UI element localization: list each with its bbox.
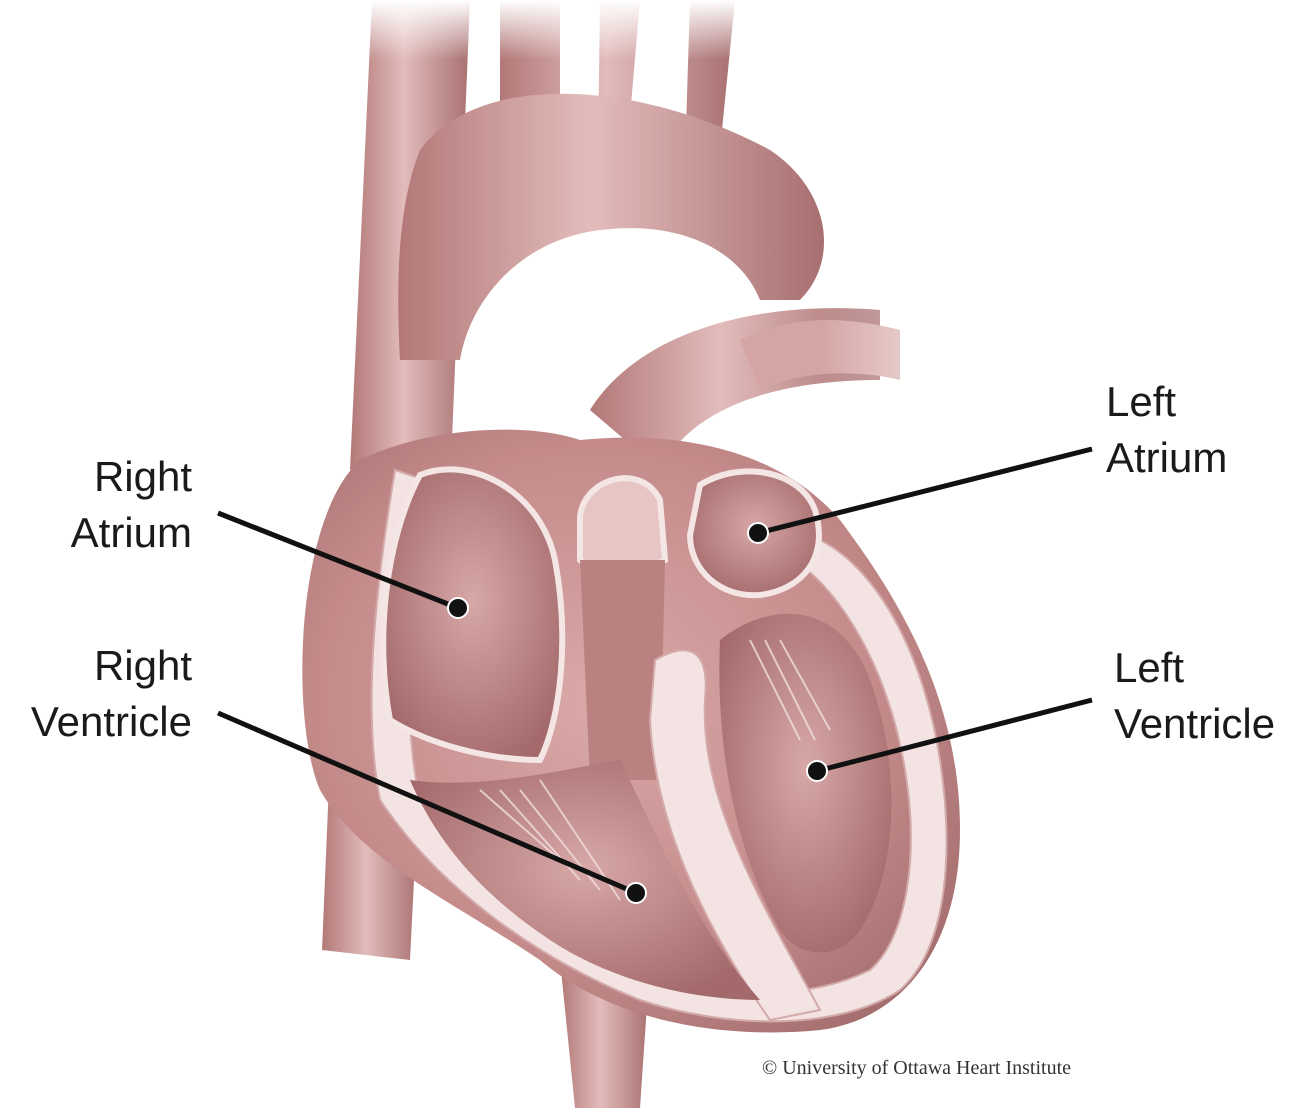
label-left-atrium: Left Atrium [1106, 374, 1227, 486]
label-left-ventricle: Left Ventricle [1114, 640, 1275, 752]
label-left-ventricle-line1: Left [1114, 640, 1275, 696]
right-atrium-chamber [383, 469, 562, 760]
aortic-root [580, 478, 665, 571]
dot-right-ventricle [626, 883, 646, 903]
label-left-ventricle-line2: Ventricle [1114, 696, 1275, 752]
dot-left-ventricle [807, 761, 827, 781]
label-right-atrium-line2: Atrium [71, 505, 192, 561]
copyright-credit: © University of Ottawa Heart Institute [762, 1057, 1071, 1080]
label-right-ventricle: Right Ventricle [31, 638, 192, 750]
label-left-atrium-line1: Left [1106, 374, 1227, 430]
label-right-atrium: Right Atrium [71, 449, 192, 561]
dot-left-atrium [748, 523, 768, 543]
label-right-ventricle-line1: Right [31, 638, 192, 694]
label-right-ventricle-line2: Ventricle [31, 694, 192, 750]
dot-right-atrium [448, 598, 468, 618]
label-right-atrium-line1: Right [71, 449, 192, 505]
label-left-atrium-line2: Atrium [1106, 430, 1227, 486]
